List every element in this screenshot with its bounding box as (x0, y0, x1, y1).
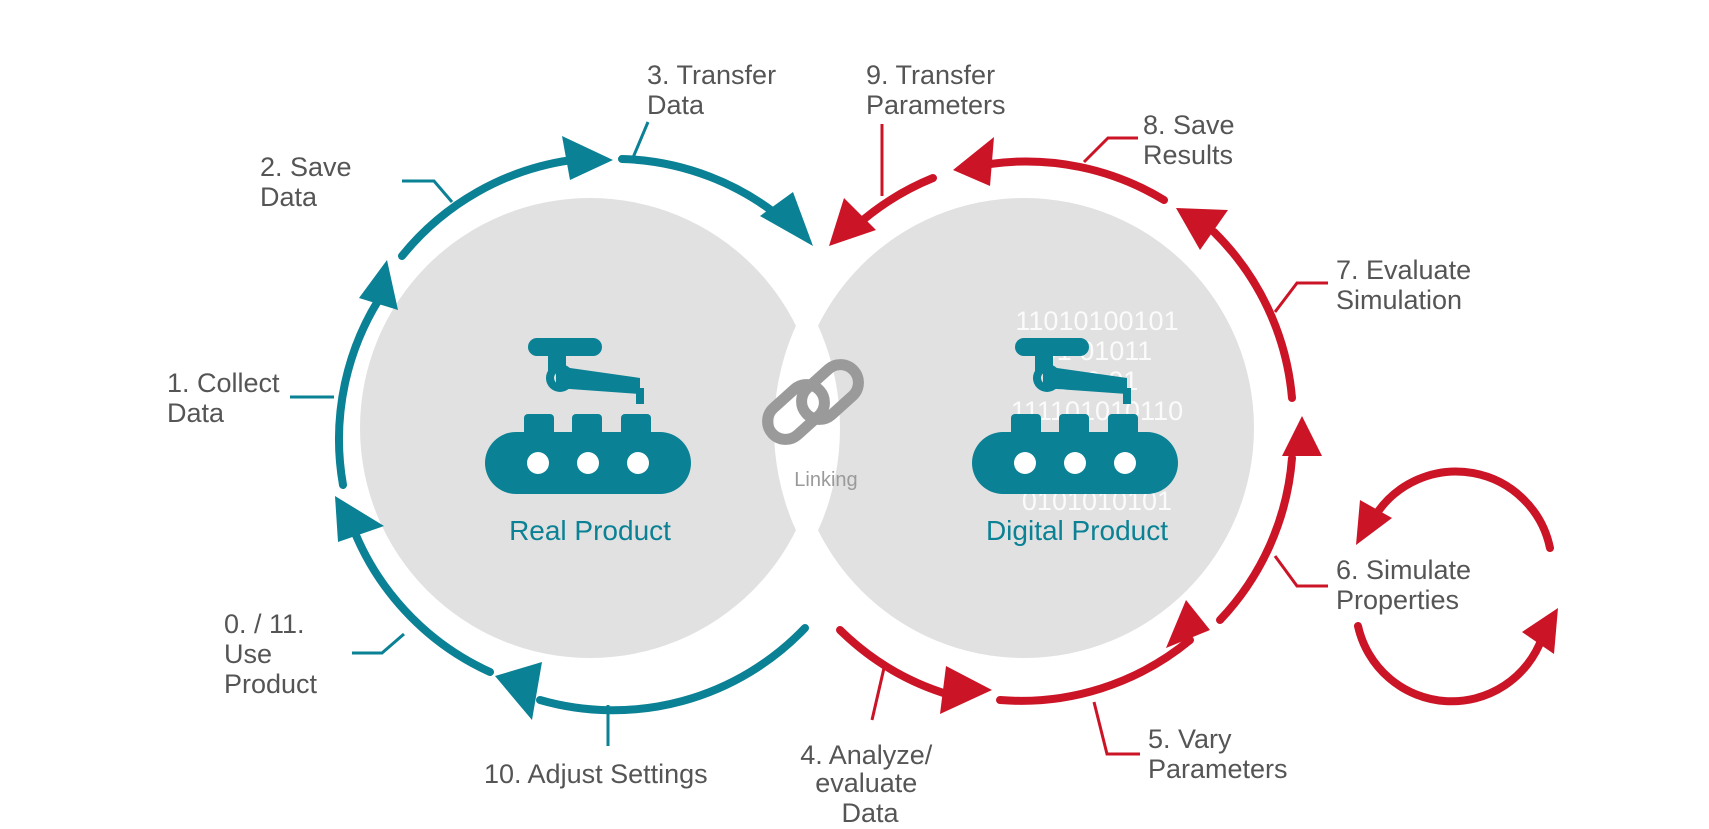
arrowhead (335, 496, 384, 542)
leader-line (402, 179, 454, 203)
step-label-evaluate-simulation: 7. Evaluate Simulation (1336, 255, 1479, 315)
arrowhead (1522, 608, 1558, 654)
chain-link-icon (762, 359, 864, 445)
arrowhead (1166, 600, 1210, 648)
arc-evaluate (1210, 228, 1296, 402)
binary-line: 11010100101 (1015, 306, 1178, 336)
arrowhead (940, 666, 992, 714)
leader-line (870, 667, 886, 721)
step-label-transfer-data: 3. Transfer Data (647, 60, 784, 120)
factory-robot-icon (972, 338, 1178, 494)
arc-simulate (1216, 454, 1296, 624)
arc-transfer-parameters (852, 174, 937, 230)
step-label-vary-parameters: 5. Vary Parameters (1148, 724, 1288, 784)
step-label-adjust-settings: 10. Adjust Settings (484, 759, 708, 789)
step-label-collect-data: 1. Collect Data (167, 368, 287, 428)
step-label-use-product: 0. / 11. Use Product (224, 609, 318, 699)
arrowhead (359, 260, 398, 310)
real-product-label: Real Product (509, 515, 671, 546)
leader-line (1082, 136, 1138, 164)
arrowhead (829, 198, 876, 246)
arc-use-product (346, 516, 494, 676)
digital-cycle-arrows (836, 157, 1296, 705)
linking-label: Linking (794, 469, 857, 491)
arc-save-results (986, 157, 1168, 204)
step-label-save-data: 2. Save Data (260, 152, 359, 212)
real-cycle-arrows (335, 155, 809, 715)
arc-adjust-settings (536, 624, 809, 715)
arrowhead (1282, 416, 1322, 456)
factory-robot-icon (485, 338, 691, 494)
arc-analyze-data (836, 626, 954, 699)
digital-product-label: Digital Product (986, 515, 1168, 546)
arrowhead (1356, 500, 1392, 545)
step-label-transfer-parameters: 9. Transfer Parameters (866, 60, 1006, 120)
arc-transfer-data (618, 155, 790, 226)
leader-line (1273, 555, 1328, 588)
step-label-analyze-data: 4. Analyze/ evaluate Data (800, 740, 940, 828)
leader-line (1092, 701, 1140, 756)
arc-vary-parameters (996, 636, 1194, 705)
leader-line (352, 632, 405, 655)
arrowhead (495, 662, 542, 720)
step-label-save-results: 8. Save Results (1143, 110, 1242, 170)
arrowhead (760, 192, 813, 246)
arrowhead (562, 136, 613, 180)
step-label-simulate-properties: 6. Simulate Properties (1336, 555, 1479, 615)
arc-save-data (398, 156, 576, 260)
arc-collect-data (335, 286, 389, 489)
simulation-loop-icon (1354, 467, 1554, 706)
leader-line (1273, 281, 1328, 313)
leader-line (630, 121, 650, 161)
arrowhead (953, 137, 994, 186)
arrowhead (1176, 208, 1228, 250)
